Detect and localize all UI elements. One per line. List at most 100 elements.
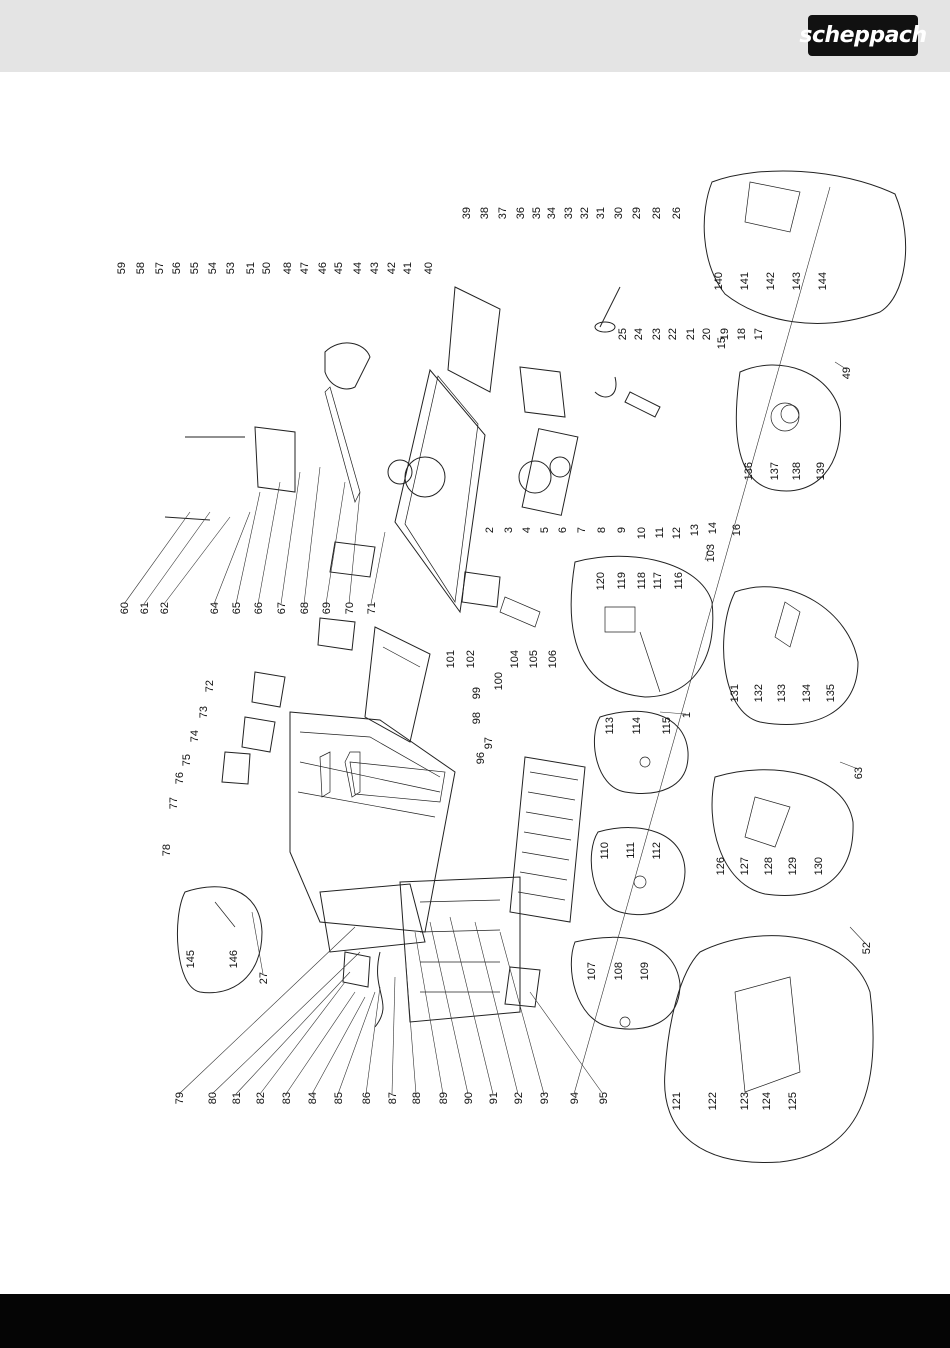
callout-109: 109	[639, 962, 651, 980]
front-panel	[319, 883, 426, 953]
callout-37: 37	[497, 207, 509, 219]
leader-91	[449, 916, 494, 1095]
callout-112: 112	[651, 842, 663, 860]
callout-142: 142	[765, 272, 777, 290]
callout-47: 47	[299, 262, 311, 274]
callout-1: 1	[681, 712, 693, 718]
callout-4: 4	[521, 527, 533, 533]
leader-90	[429, 921, 469, 1095]
cord	[374, 951, 384, 1028]
callout-7: 7	[576, 527, 588, 533]
callout-42: 42	[386, 262, 398, 274]
callout-32: 32	[579, 207, 591, 219]
callout-76: 76	[174, 772, 186, 784]
leader-62	[163, 516, 231, 605]
callout-127: 127	[739, 857, 751, 875]
callout-65: 65	[231, 602, 243, 614]
callout-136: 136	[743, 462, 755, 480]
leader-61	[143, 511, 211, 605]
switch-box	[504, 966, 541, 1008]
leader-69	[325, 481, 346, 605]
callout-119: 119	[616, 572, 628, 590]
callout-9: 9	[616, 527, 628, 533]
bubble-1	[594, 710, 689, 794]
leader-87	[391, 976, 396, 1095]
callout-25: 25	[617, 328, 629, 340]
callout-139: 139	[815, 462, 827, 480]
callout-50: 50	[261, 262, 273, 274]
callout-61: 61	[139, 602, 151, 614]
callout-106: 106	[547, 650, 559, 668]
right-bracket	[519, 366, 566, 418]
callout-6: 6	[557, 527, 569, 533]
footer-band	[0, 1294, 950, 1348]
leader-93	[499, 931, 545, 1095]
callout-94: 94	[569, 1092, 581, 1104]
bubble-52	[664, 935, 874, 1163]
bubble-99	[723, 586, 859, 725]
callout-8: 8	[596, 527, 608, 533]
callout-64: 64	[209, 602, 221, 614]
brand-logo: scheppach	[799, 15, 927, 56]
callout-63: 63	[853, 767, 865, 779]
callout-22: 22	[667, 328, 679, 340]
callout-68: 68	[299, 602, 311, 614]
callout-19: 19	[719, 328, 731, 340]
header-band	[0, 0, 950, 72]
callout-141: 141	[739, 272, 751, 290]
callout-55: 55	[189, 262, 201, 274]
callout-113: 113	[604, 717, 616, 735]
callout-21: 21	[685, 328, 697, 340]
leader-103	[704, 545, 711, 561]
callout-5: 5	[539, 527, 551, 533]
leader-71	[370, 531, 386, 605]
callout-29: 29	[631, 207, 643, 219]
callout-137: 137	[769, 462, 781, 480]
bubble-78	[570, 936, 681, 1030]
callout-71: 71	[366, 602, 378, 614]
callout-30: 30	[613, 207, 625, 219]
callout-15: 15	[716, 337, 728, 349]
callout-98: 98	[471, 712, 483, 724]
gear-motor	[342, 951, 371, 988]
callout-74: 74	[189, 730, 201, 742]
callout-49: 49	[841, 367, 853, 379]
callout-97: 97	[483, 737, 495, 749]
miter-gauge	[221, 751, 251, 785]
callout-62: 62	[159, 602, 171, 614]
table-top	[394, 368, 486, 614]
callout-60: 60	[119, 602, 131, 614]
callout-11: 11	[654, 527, 666, 538]
callout-56: 56	[171, 262, 183, 274]
guard	[317, 617, 356, 651]
callout-26: 26	[671, 207, 683, 219]
leader-86	[365, 986, 381, 1095]
callout-131: 131	[729, 684, 741, 702]
rear-panel	[349, 761, 446, 803]
callout-13: 13	[689, 524, 701, 536]
callout-28: 28	[651, 207, 663, 219]
leader-88	[404, 951, 417, 1095]
leader-81	[235, 971, 351, 1095]
callout-122: 122	[707, 1092, 719, 1110]
callout-84: 84	[307, 1092, 319, 1104]
callout-144: 144	[817, 272, 829, 290]
callout-132: 132	[753, 684, 765, 702]
leader-68	[303, 466, 321, 605]
bubble-63	[711, 769, 854, 896]
leader-27	[251, 911, 264, 975]
bubble-49	[735, 364, 842, 492]
leader-82	[259, 981, 346, 1095]
callout-93: 93	[539, 1092, 551, 1104]
callout-53: 53	[225, 262, 237, 274]
callout-88: 88	[411, 1092, 423, 1104]
callout-121: 121	[671, 1092, 683, 1110]
leader-83	[285, 991, 356, 1095]
callout-57: 57	[154, 262, 166, 274]
callout-128: 128	[763, 857, 775, 875]
callout-70: 70	[344, 602, 356, 614]
callout-45: 45	[333, 262, 345, 274]
fence	[254, 426, 296, 493]
callout-96: 96	[475, 752, 487, 764]
leader-64	[213, 511, 251, 605]
